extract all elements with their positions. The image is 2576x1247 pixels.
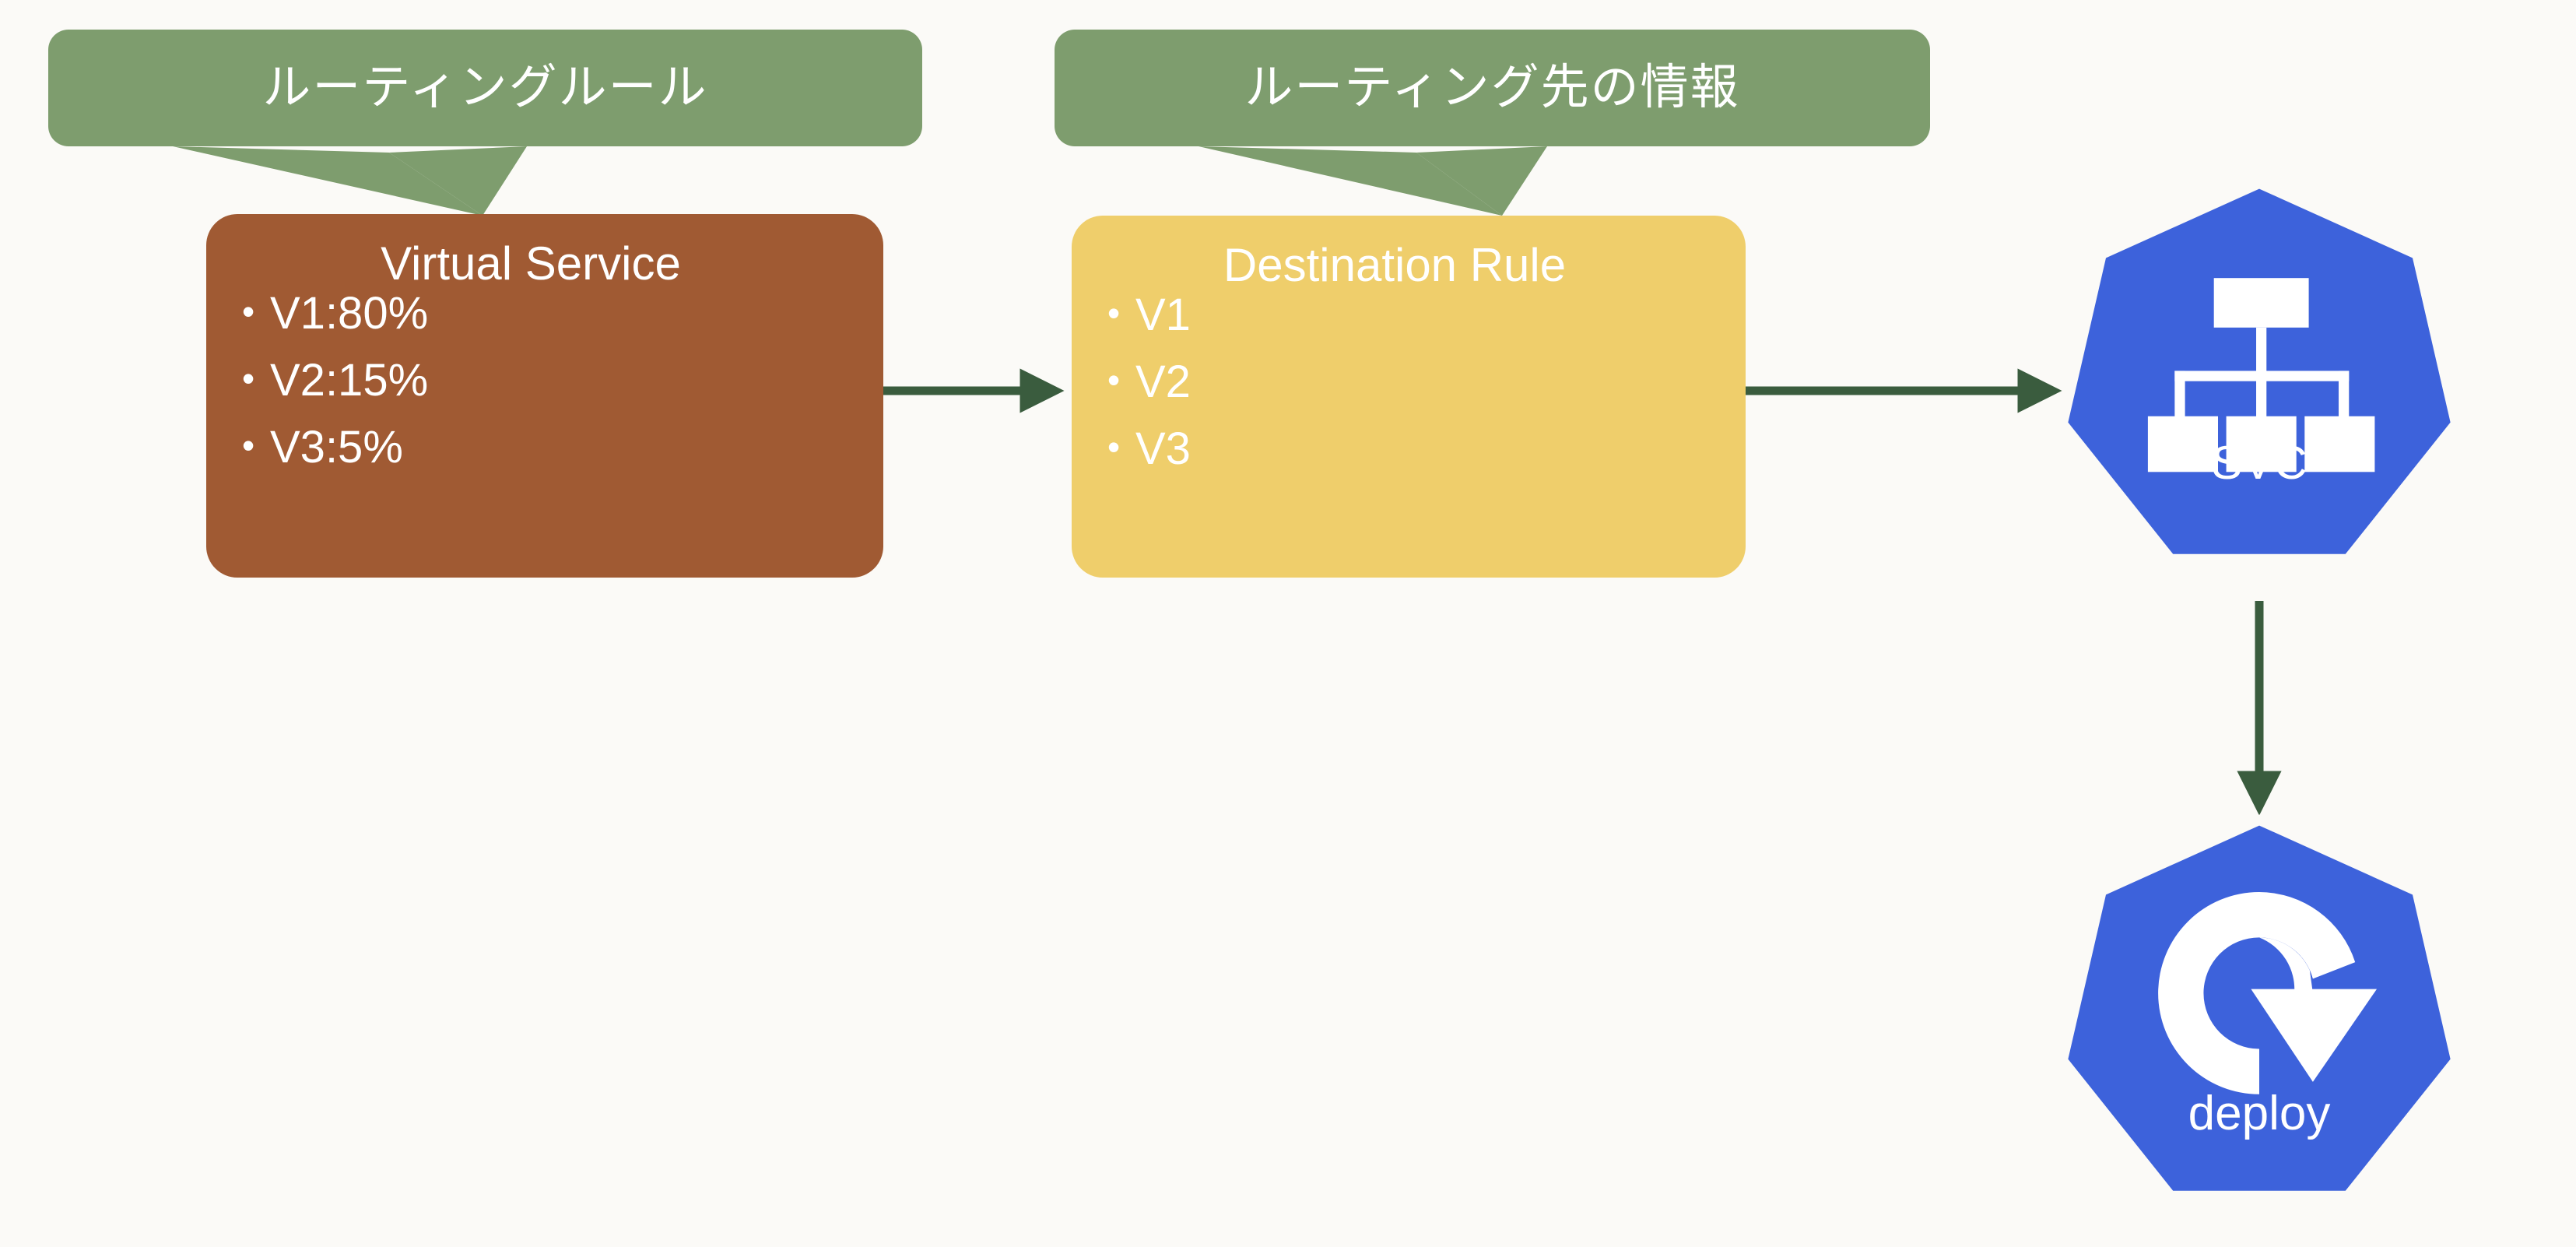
kubernetes-deployment-icon <box>2057 814 2462 1202</box>
virtual-service-item-label: V1:80% <box>270 288 429 339</box>
bullet-icon: • <box>1107 360 1121 400</box>
callout-tail-routing-destination-info-inner <box>1416 146 1547 216</box>
destination-rule-item-label: V1 <box>1135 290 1191 340</box>
kubernetes-svc-node[interactable]: SVC <box>2053 177 2465 592</box>
destination-rule-item: • V2 <box>1092 360 1746 405</box>
bullet-icon: • <box>241 425 255 465</box>
kubernetes-service-icon <box>2057 177 2462 565</box>
destination-rule-item: • V1 <box>1092 293 1746 338</box>
kubernetes-deploy-node[interactable]: deploy <box>2053 814 2465 1228</box>
callout-tail-routing-rule-inner <box>389 146 527 216</box>
bullet-icon: • <box>241 358 255 399</box>
virtual-service-box[interactable]: Virtual Service • V1:80% • V2:15% • V3:5… <box>206 214 883 578</box>
virtual-service-item-list: • V1:80% • V2:15% • V3:5% <box>206 291 883 492</box>
virtual-service-item-label: V2:15% <box>270 355 429 406</box>
destination-rule-item: • V3 <box>1092 427 1746 472</box>
callout-routing-rule[interactable]: ルーティングルール <box>48 30 922 146</box>
virtual-service-title: Virtual Service <box>381 237 681 290</box>
virtual-service-item-label: V3:5% <box>270 422 403 472</box>
bullet-icon: • <box>241 291 255 332</box>
callout-routing-destination-info-label: ルーティング先の情報 <box>1244 61 1740 114</box>
destination-rule-item-list: • V1 • V2 • V3 <box>1072 293 1746 494</box>
bullet-icon: • <box>1107 293 1121 333</box>
destination-rule-title: Destination Rule <box>1223 239 1567 291</box>
callout-tail-routing-rule <box>173 146 483 216</box>
callout-routing-destination-info[interactable]: ルーティング先の情報 <box>1055 30 1930 146</box>
destination-rule-box[interactable]: Destination Rule • V1 • V2 • V3 <box>1072 216 1746 578</box>
bullet-icon: • <box>1107 427 1121 467</box>
destination-rule-item-label: V3 <box>1135 423 1191 474</box>
virtual-service-item: • V1:80% <box>226 291 883 336</box>
destination-rule-item-label: V2 <box>1135 357 1191 407</box>
virtual-service-item: • V2:15% <box>226 358 883 403</box>
callout-routing-rule-label: ルーティングルール <box>262 61 708 114</box>
virtual-service-item: • V3:5% <box>226 425 883 470</box>
callout-tail-routing-destination-info <box>1199 146 1502 216</box>
